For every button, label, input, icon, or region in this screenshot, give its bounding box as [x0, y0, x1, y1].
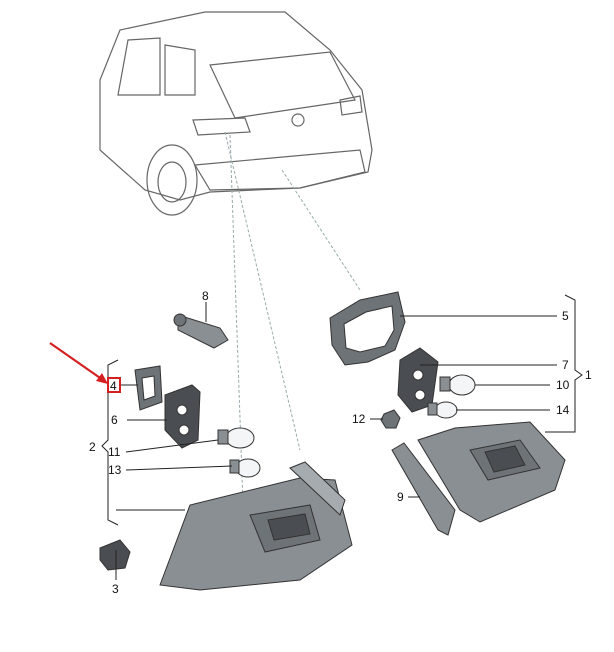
part-4-gasket [134, 365, 163, 411]
part-10-bulb [439, 374, 476, 396]
part-14-bulb [427, 401, 458, 419]
callout-2: 2 [89, 440, 96, 454]
leader-lines [115, 315, 557, 580]
callout-5: 5 [562, 309, 569, 323]
part-9-trim-strip [391, 442, 456, 536]
vehicle-rear-view [99, 11, 373, 216]
highlight-arrow [49, 342, 108, 384]
callout-14: 14 [556, 403, 570, 417]
left-group-bracket [101, 359, 119, 526]
callout-10: 10 [556, 378, 570, 392]
callout-labels: 1 2 3 4 5 6 7 8 9 10 11 12 13 14 [89, 289, 592, 596]
callout-11: 11 [108, 445, 121, 459]
part-6-bulb-carrier [164, 384, 201, 449]
left-tail-light [159, 461, 353, 591]
callout-12: 12 [352, 412, 366, 426]
part-8-bulb-holder [173, 302, 229, 349]
callout-4: 4 [110, 379, 117, 393]
part-3-cap [99, 539, 131, 571]
projection-lines [224, 131, 361, 561]
highlight-box [107, 377, 121, 393]
part-13-bulb [229, 458, 261, 478]
right-group-bracket [545, 294, 583, 433]
part-7-bulb-carrier [397, 347, 439, 413]
callout-7: 7 [562, 358, 569, 372]
callout-1: 1 [585, 368, 592, 382]
callout-9: 9 [397, 490, 404, 504]
callout-13: 13 [108, 463, 122, 477]
part-12-nut [380, 409, 401, 429]
part-5-gasket [329, 291, 406, 366]
part-11-bulb [217, 427, 255, 449]
callout-8: 8 [202, 289, 209, 303]
callout-6: 6 [111, 413, 118, 427]
callout-3: 3 [112, 582, 119, 596]
right-tail-light [417, 421, 566, 523]
